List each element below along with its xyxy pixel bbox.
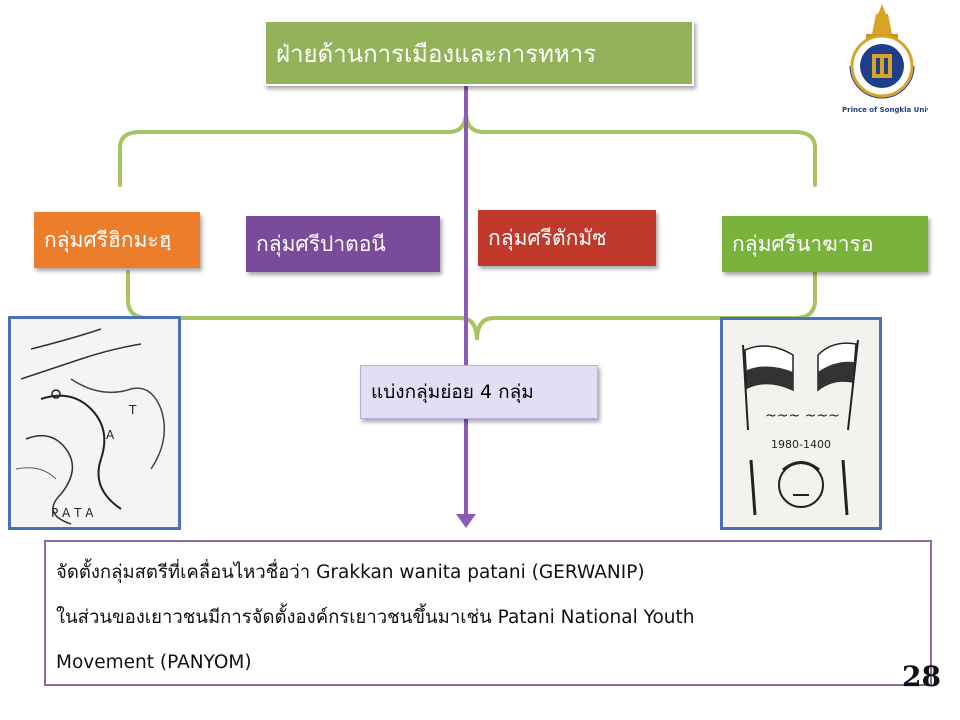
poster-year: 1980-1400 [771,438,831,451]
arrow-head-icon [456,514,476,528]
flag-poster-image: ~~~ ~~~ 1980-1400 [720,317,882,530]
flag-sketch: ~~~ ~~~ 1980-1400 [742,339,859,516]
info-text-box: จัดตั้งกลุ่มสตรีที่เคลื่อนไหวชื่อว่า Gra… [44,540,932,686]
svg-text:~~~ ~~~: ~~~ ~~~ [765,408,840,424]
group-box-1: กลุ่มศรีฮิกมะฮฺ [34,212,200,268]
subgroup-label: แบ่งกลุ่มย่อย 4 กลุ่ม [371,381,534,403]
logo-text: Prince of Songkla University [842,106,928,114]
info-line-1: จัดตั้งกลุ่มสตรีที่เคลื่อนไหวชื่อว่า Gra… [56,562,645,583]
group-label-4: กลุ่มศรีนาฆารอ [732,231,874,256]
university-logo: Prince of Songkla University [836,0,954,118]
group-box-4: กลุ่มศรีนาฆารอ [722,216,928,272]
university-seal-icon: Prince of Songkla University [842,4,954,114]
hand-drawn-map-image: T A P A T A [8,316,181,530]
info-line-3: Movement (PANYOM) [56,652,252,673]
group-label-1: กลุ่มศรีฮิกมะฮฺ [44,227,172,252]
group-label-2: กลุ่มศรีปาตอนี [256,231,386,256]
svg-text:T: T [128,403,137,417]
bottom-brace [126,270,817,341]
svg-text:A: A [106,428,115,442]
group-box-2: กลุ่มศรีปาตอนี [246,216,440,272]
main-title: ฝ่ายด้านการเมืองและการทหาร [276,39,597,68]
subgroup-box: แบ่งกลุ่มย่อย 4 กลุ่ม [360,365,598,419]
group-box-3: กลุ่มศรีตักมัซ [478,210,656,266]
map-sketch: T A P A T A [15,328,166,525]
main-title-box: ฝ่ายด้านการเมืองและการทหาร [264,20,694,86]
info-line-2: ในส่วนของเยาวชนมีการจัดตั้งองค์กรเยาวชนข… [56,607,695,628]
group-label-3: กลุ่มศรีตักมัซ [488,226,607,250]
page-number: 28 [902,660,941,693]
svg-text:P A T A: P A T A [51,506,94,520]
